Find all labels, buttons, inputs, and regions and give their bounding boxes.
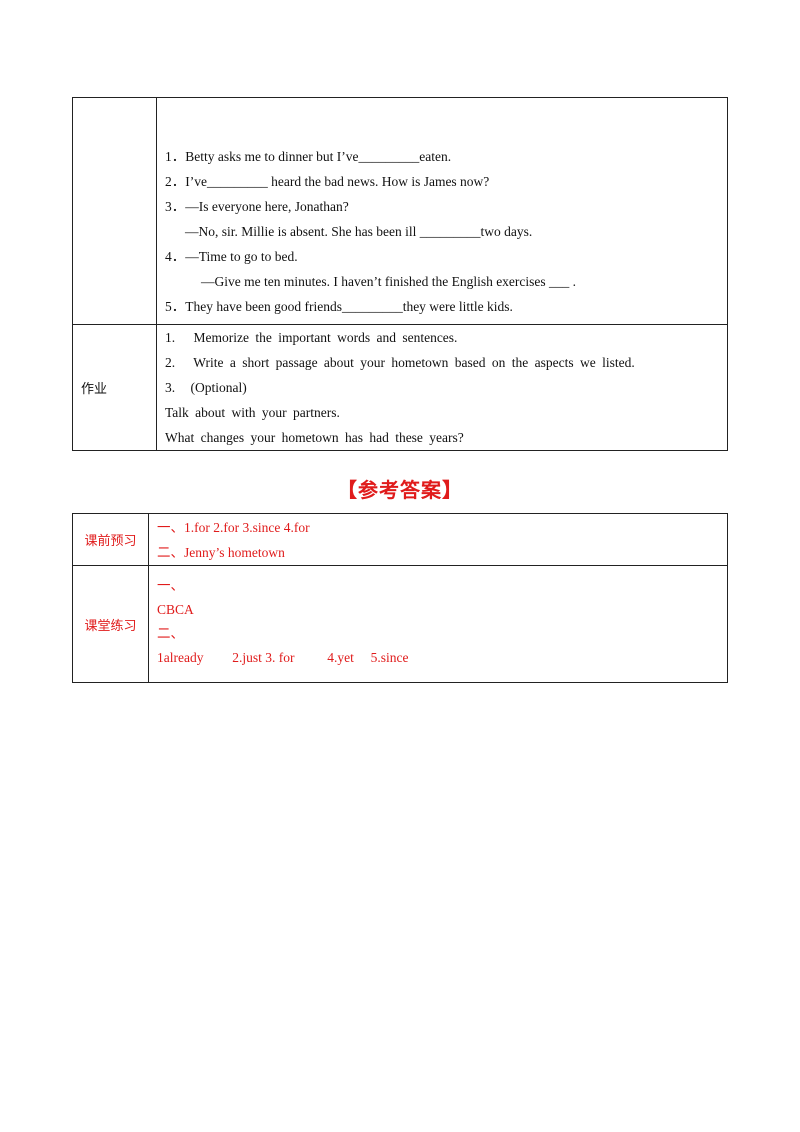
exercise-table: 1．Betty asks me to dinner but I’ve______… [72,97,728,451]
homework-line-changes: What changes your hometown has had these… [165,430,464,445]
practice-answer-1: CBCA [157,602,194,617]
question-4-answer: —Give me ten minutes. I haven’t finished… [201,274,577,289]
exercise-content-cell: 1．Betty asks me to dinner but I’ve______… [156,97,728,325]
homework-content-cell: 1. Memorize the important words and sent… [156,324,728,451]
preview-answer-1: 一、1.for 2.for 3.since 4.for [157,519,310,535]
homework-line-talk: Talk about with your partners. [165,405,340,420]
question-2: 2．I’ve_________ heard the bad news. How … [165,174,490,189]
practice-answer-2-part-1: 1already [157,650,204,665]
practice-answer-2: 1already 2.just 3. for 4.yet 5.since [157,646,727,670]
homework-text-3: (Optional) [190,380,247,395]
homework-text-1: Memorize the important words and sentenc… [193,330,458,345]
preview-content-cell: 一、1.for 2.for 3.since 4.for 二、Jenny’s ho… [148,513,728,566]
answers-heading: 【参考答案】 [337,478,463,502]
question-3: 3．—Is everyone here, Jonathan? [165,199,349,214]
question-3-answer: —No, sir. Millie is absent. She has been… [185,224,533,239]
answer-table: 课前预习 一、1.for 2.for 3.since 4.for 二、Jenny… [72,513,728,683]
question-1: 1．Betty asks me to dinner but I’ve______… [165,149,452,164]
homework-number-3: 3. [165,380,176,395]
practice-answer-2-part-3: 4.yet [327,650,354,665]
practice-section-2: 二、 [157,626,184,641]
homework-item-1: 1. Memorize the important words and sent… [165,325,727,350]
question-5: 5．They have been good friends_________th… [165,299,513,314]
preview-label: 课前预习 [72,513,149,566]
practice-answer-2-part-2: 2.just 3. for [232,650,295,665]
preview-answer-2: 二、Jenny’s hometown [157,544,285,560]
homework-label: 作业 [72,324,157,451]
homework-number-2: 2. [165,355,176,370]
homework-number-1: 1. [165,330,176,345]
exercise-label-cell [72,97,157,325]
practice-answer-2-part-4: 5.since [370,650,409,665]
practice-content-cell: 一、 CBCA 二、 1already 2.just 3. for 4.yet … [148,565,728,683]
homework-item-2: 2. Write a short passage about your home… [165,350,727,375]
homework-text-2: Write a short passage about your hometow… [193,355,635,370]
practice-label: 课堂练习 [72,565,149,683]
question-4: 4．—Time to go to bed. [165,249,298,264]
practice-section-1: 一、 [157,578,184,593]
homework-item-3: 3. (Optional) [165,375,727,400]
